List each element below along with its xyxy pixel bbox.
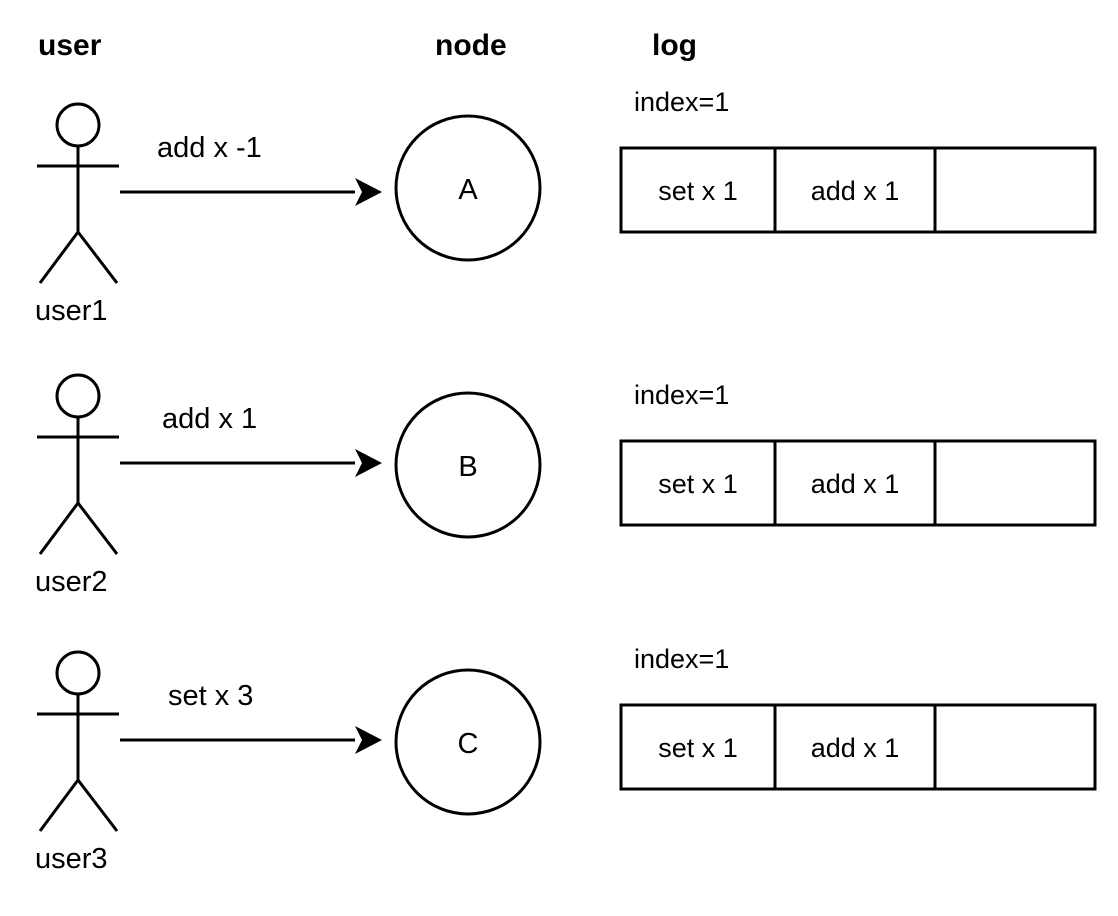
log-table: set x 1 add x 1 xyxy=(619,146,1097,234)
actor-right-leg-icon xyxy=(76,502,119,555)
log-cell-label: add x 1 xyxy=(811,176,900,206)
actor-left-leg-icon xyxy=(38,502,80,555)
log-cell-empty[interactable] xyxy=(933,439,1097,527)
diagram-row: user3 set x 3 C index=1 set x 1 add x 1 xyxy=(35,644,1097,875)
log-cell-label: set x 1 xyxy=(658,176,738,206)
log-cell[interactable] xyxy=(773,703,937,791)
log-index-label: index=1 xyxy=(634,644,729,674)
message-arrow xyxy=(120,178,382,206)
actor-head-icon xyxy=(55,102,101,148)
diagram-row: user1 add x -1 A index=1 set x 1 add x 1 xyxy=(35,87,1097,327)
node-circle[interactable]: B xyxy=(394,391,542,539)
actor-figure[interactable] xyxy=(37,373,119,555)
node-label: C xyxy=(458,728,479,760)
node-circle-shape xyxy=(394,391,542,539)
actor-right-leg-icon xyxy=(76,231,119,284)
arrow-head-icon xyxy=(355,726,382,754)
message-label: add x -1 xyxy=(157,132,262,164)
actor-head-icon xyxy=(55,373,101,419)
message-label: set x 3 xyxy=(168,680,253,712)
actor-right-leg-icon xyxy=(76,779,119,832)
actor-label: user1 xyxy=(35,295,108,327)
log-index-label: index=1 xyxy=(634,87,729,117)
message-arrow xyxy=(120,449,382,477)
actor-label: user2 xyxy=(35,566,108,598)
log-cell-label: add x 1 xyxy=(811,733,900,763)
log-cell[interactable] xyxy=(773,439,937,527)
log-cell-label: add x 1 xyxy=(811,469,900,499)
log-index-label: index=1 xyxy=(634,380,729,410)
message-label: add x 1 xyxy=(162,403,257,435)
actor-head-icon xyxy=(55,650,101,696)
log-table: set x 1 add x 1 xyxy=(619,439,1097,527)
log-cell[interactable] xyxy=(619,439,777,527)
actor-figure[interactable] xyxy=(37,650,119,832)
column-header-user: user xyxy=(38,29,102,62)
log-cell[interactable] xyxy=(619,146,777,234)
arrow-head-icon xyxy=(355,178,382,206)
log-cell-empty[interactable] xyxy=(933,703,1097,791)
node-circle-shape xyxy=(394,114,542,262)
log-cell-label: set x 1 xyxy=(658,469,738,499)
log-cell[interactable] xyxy=(773,146,937,234)
node-circle-shape xyxy=(394,668,542,816)
log-table: set x 1 add x 1 xyxy=(619,703,1097,791)
actor-figure[interactable] xyxy=(37,102,119,284)
column-header-log: log xyxy=(652,29,697,62)
node-label: B xyxy=(458,451,477,483)
log-cell-label: set x 1 xyxy=(658,733,738,763)
message-arrow xyxy=(120,726,382,754)
arrow-head-icon xyxy=(355,449,382,477)
log-cell-empty[interactable] xyxy=(933,146,1097,234)
node-circle[interactable]: C xyxy=(394,668,542,816)
column-headers: user node log xyxy=(38,29,697,62)
log-cell[interactable] xyxy=(619,703,777,791)
column-header-node: node xyxy=(435,29,507,62)
actor-label: user3 xyxy=(35,843,108,875)
actor-left-leg-icon xyxy=(38,779,80,832)
node-circle[interactable]: A xyxy=(394,114,542,262)
actor-left-leg-icon xyxy=(38,231,80,284)
node-label: A xyxy=(458,174,478,206)
diagram-row: user2 add x 1 B index=1 set x 1 add x 1 xyxy=(35,373,1097,598)
